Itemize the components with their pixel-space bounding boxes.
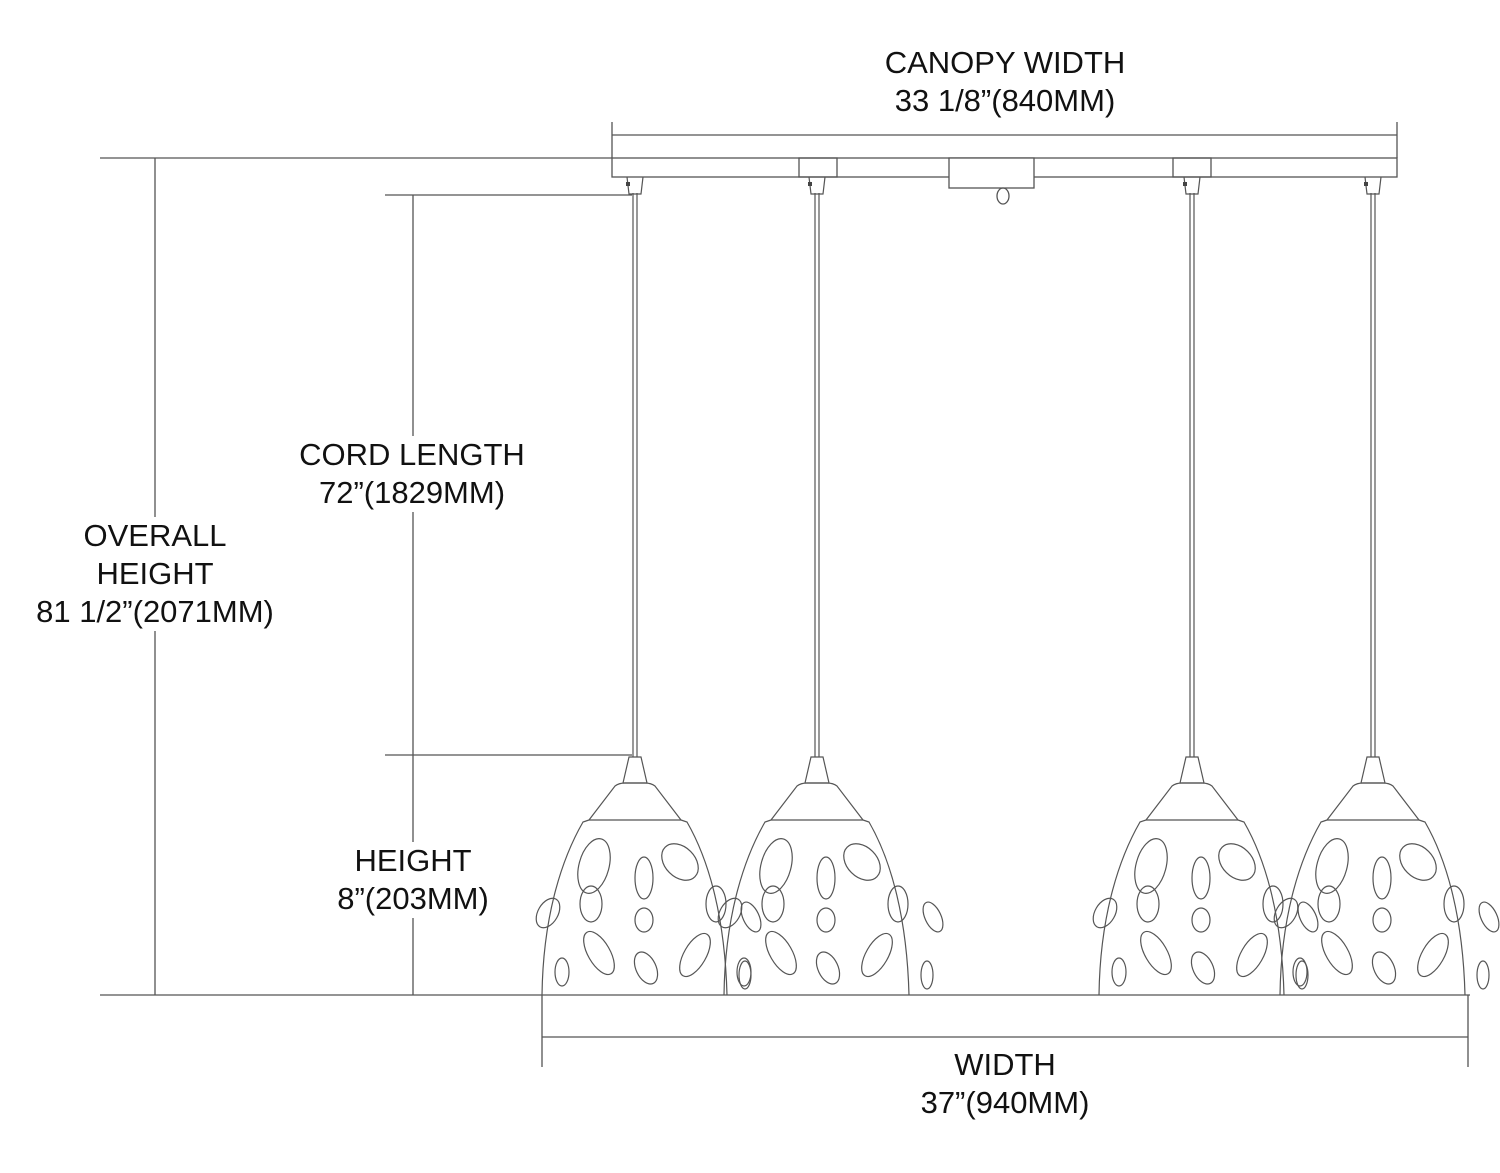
cord-length-value: 72”(1829MM) — [318, 475, 506, 510]
set-screw — [1183, 182, 1187, 186]
shade-hole — [554, 957, 570, 987]
shade-body — [1098, 819, 1285, 996]
shade-hole — [816, 907, 836, 933]
height-value: 8”(203MM) — [337, 881, 489, 916]
shade-hole — [1295, 960, 1309, 990]
shade-hole — [740, 901, 762, 933]
shade-hole — [1476, 960, 1490, 990]
shade-hole — [1134, 838, 1168, 894]
shade-hole — [1092, 897, 1118, 929]
shade-hole — [661, 843, 699, 881]
shade-hole — [922, 901, 944, 933]
shade-hole — [1372, 856, 1392, 900]
set-screw — [626, 182, 630, 186]
pendant-lamp — [1273, 176, 1500, 996]
shade-hole — [633, 951, 659, 985]
shade-hole — [535, 897, 561, 929]
shade-hole — [1443, 885, 1465, 923]
canopy-width-title: CANOPY WIDTH — [884, 45, 1126, 80]
shade-hole — [1321, 930, 1353, 976]
shade-cap — [770, 782, 864, 821]
socket-cone — [622, 756, 648, 784]
cord-length-label: CORD LENGTH 72”(1829MM) — [262, 436, 562, 512]
set-screw — [808, 182, 812, 186]
shade-hole — [816, 856, 836, 900]
shade-hole — [1297, 901, 1319, 933]
height-title: HEIGHT — [354, 843, 472, 878]
shade-hole — [1111, 957, 1127, 987]
shade-hole — [815, 951, 841, 985]
pendant-lamp — [535, 176, 762, 996]
shade-hole — [1191, 907, 1211, 933]
shade-cap — [1145, 782, 1239, 821]
overall-height-title-line2: HEIGHT — [96, 556, 214, 591]
shade-hole — [765, 930, 797, 976]
canopy-mount-block-left — [798, 157, 838, 178]
shade-hole — [861, 932, 893, 978]
shade-hole — [1262, 885, 1284, 923]
shade-hole — [736, 957, 752, 987]
shade-hole — [1478, 901, 1500, 933]
shade-hole — [1190, 951, 1216, 985]
shade-hole — [1136, 885, 1160, 923]
shade-hole — [1371, 951, 1397, 985]
shade-hole — [1140, 930, 1172, 976]
shade-hole — [1399, 843, 1437, 881]
shade-hole — [634, 856, 654, 900]
width-label: WIDTH 37”(940MM) — [855, 1046, 1155, 1122]
width-value: 37”(940MM) — [920, 1085, 1090, 1120]
cord-length-title: CORD LENGTH — [299, 437, 525, 472]
width-title: WIDTH — [954, 1047, 1056, 1082]
canopy-mount-block-right — [1172, 157, 1212, 178]
shade-hole — [679, 932, 711, 978]
shade-hole — [920, 960, 934, 990]
set-screw — [1364, 182, 1368, 186]
shade-hole — [759, 838, 793, 894]
canopy-hook — [996, 187, 1010, 205]
shade-hole — [583, 930, 615, 976]
shade-hole — [1218, 843, 1256, 881]
shade-hole — [887, 885, 909, 923]
shade-cap — [588, 782, 682, 821]
socket-cone — [804, 756, 830, 784]
shade-hole — [1292, 957, 1308, 987]
canopy-width-label: CANOPY WIDTH 33 1/8”(840MM) — [855, 44, 1155, 120]
shade-body — [723, 819, 910, 996]
shade-hole — [717, 897, 743, 929]
canopy-width-value: 33 1/8”(840MM) — [894, 83, 1116, 118]
overall-height-title-line1: OVERALL — [83, 518, 227, 553]
pendant-lamp — [717, 176, 944, 996]
socket-cone — [1179, 756, 1205, 784]
shade-hole — [1236, 932, 1268, 978]
shade-hole — [1273, 897, 1299, 929]
shade-hole — [579, 885, 603, 923]
shade-hole — [577, 838, 611, 894]
shade-hole — [1315, 838, 1349, 894]
shade-hole — [634, 907, 654, 933]
shade-hole — [1317, 885, 1341, 923]
pendant-lamp — [1092, 176, 1319, 996]
canopy-center-block — [948, 157, 1035, 189]
shade-hole — [1417, 932, 1449, 978]
socket-cone — [1360, 756, 1386, 784]
overall-height-value: 81 1/2”(2071MM) — [36, 594, 274, 629]
shade-hole — [1372, 907, 1392, 933]
shade-hole — [705, 885, 727, 923]
shade-body — [1279, 819, 1466, 996]
height-label: HEIGHT 8”(203MM) — [303, 842, 523, 918]
shade-hole — [761, 885, 785, 923]
shade-cap — [1326, 782, 1420, 821]
overall-height-label: OVERALL HEIGHT 81 1/2”(2071MM) — [5, 517, 305, 631]
shade-hole — [1191, 856, 1211, 900]
shade-hole — [843, 843, 881, 881]
